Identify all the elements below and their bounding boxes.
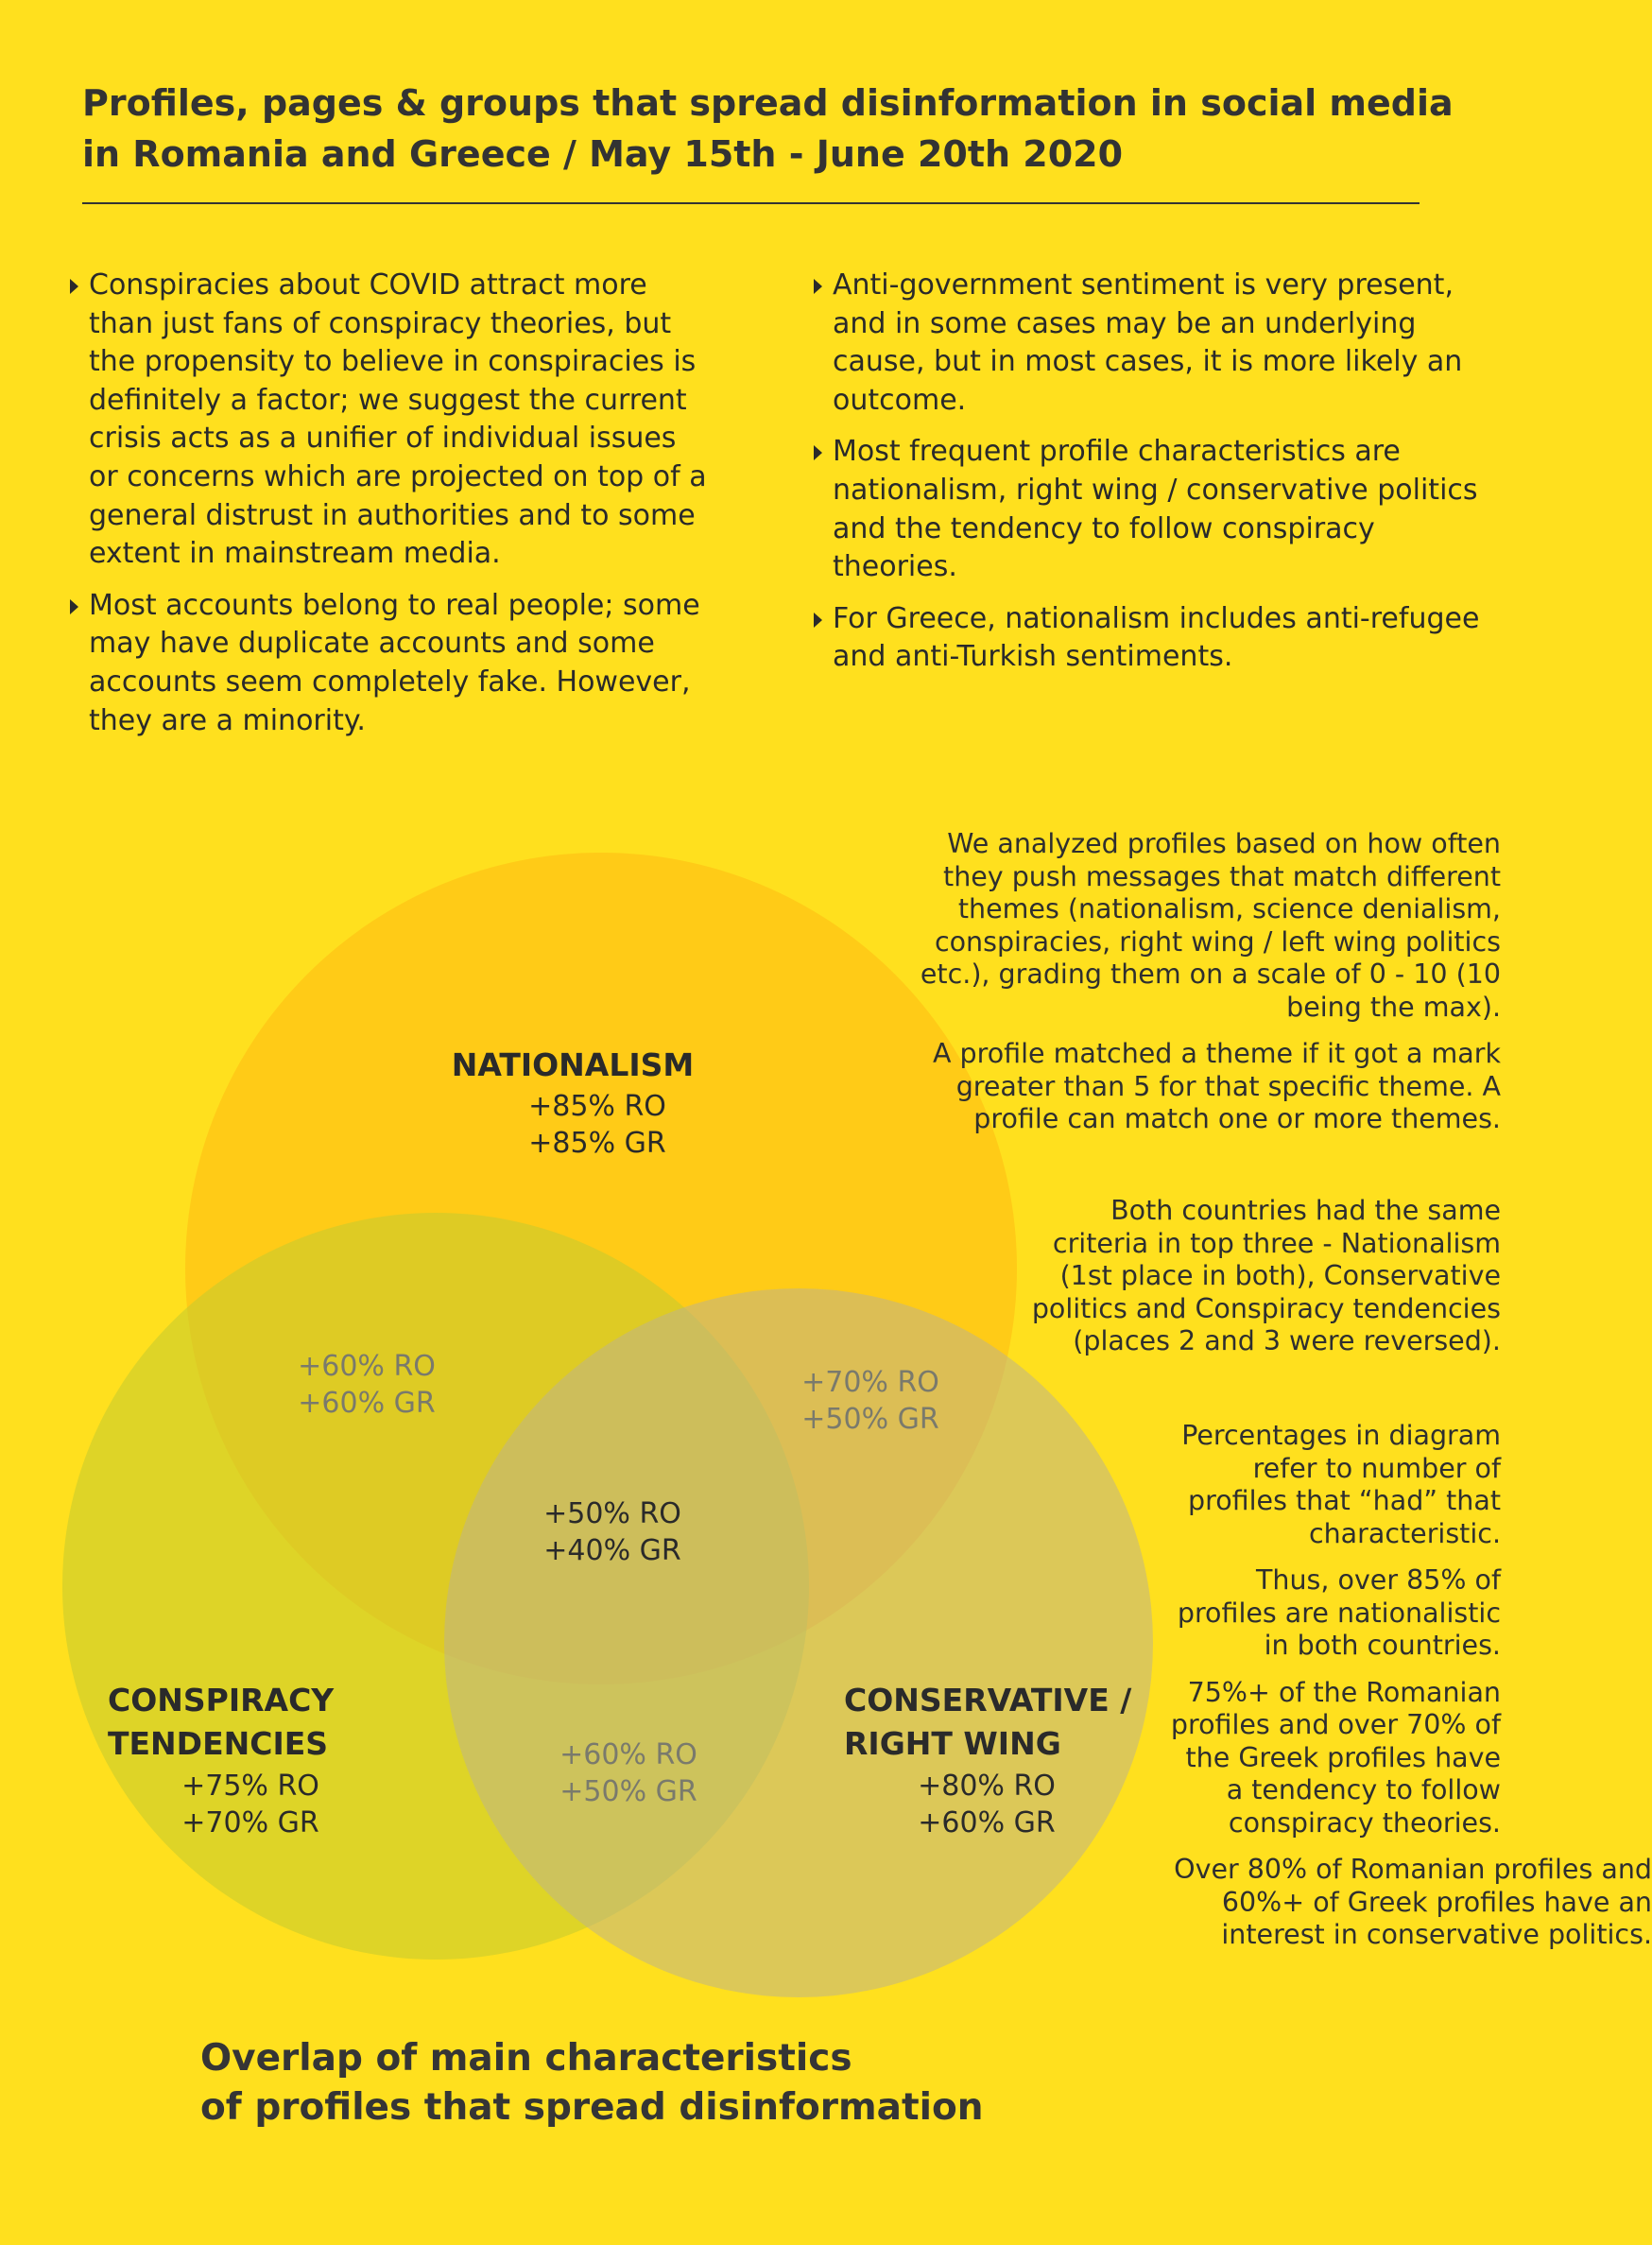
page-title-line-2: in Romania and Greece / May 15th - June … [82,133,1124,175]
triangle-bullet-icon [814,279,822,294]
conspiracy-label-group: CONSPIRACY TENDENCIES +75% RO +70% GR [108,1682,335,1839]
overlap-ncs-gr: +50% GR [801,1403,938,1436]
finding-item: Most accounts belong to real people; som… [66,587,709,740]
triangle-bullet-icon [814,445,822,461]
conspiracy-conservative-overlap: +60% RO +50% GR [559,1738,697,1808]
page-title: Profiles, pages & groups that spread dis… [82,78,1500,180]
title-divider [82,202,1420,204]
method-note: We analyzed profiles based on how often … [920,828,1501,1023]
findings-list-right: Anti-government sentiment is very presen… [810,267,1481,690]
nationalism-note: Thus, over 85% of profiles are nationali… [1177,1564,1501,1661]
diagram-caption: Overlap of main characteristics of profi… [200,2034,1145,2133]
finding-text: Most accounts belong to real people; som… [89,588,700,737]
overlap-nc-gr: +60% GR [298,1387,435,1420]
ranking-note: Both countries had the same criteria in … [1031,1195,1501,1356]
conspiracy-ro: +75% RO [181,1770,319,1803]
triangle-bullet-icon [70,279,78,294]
finding-item: For Greece, nationalism includes anti-re… [810,600,1481,677]
conservative-label-line-2: RIGHT WING [844,1725,1061,1762]
methodology-notes: We analyzed profiles based on how often … [896,828,1501,1150]
finding-text: Conspiracies about COVID attract more th… [89,268,707,571]
nationalism-ro: +85% RO [528,1090,666,1123]
venn-circle-conservative [444,1288,1153,1997]
ranking-notes: Both countries had the same criteria in … [1009,1195,1501,1373]
nationalism-label: NATIONALISM [452,1046,695,1083]
conservative-label-group: CONSERVATIVE / RIGHT WING +80% RO +60% G… [844,1682,1132,1839]
conservative-gr: +60% GR [918,1806,1055,1839]
finding-text: Most frequent profile characteristics ar… [833,435,1478,584]
match-note: A profile matched a theme if it got a ma… [932,1038,1501,1134]
all-three-overlap: +50% RO +40% GR [543,1497,681,1567]
conservative-note: Over 80% of Romanian profiles and 60%+ o… [1174,1854,1652,1950]
caption-line-1: Overlap of main characteristics [200,2037,852,2080]
percent-meaning-note: Percentages in diagram refer to number o… [1181,1420,1501,1549]
conspiracy-note: 75%+ of the Romanian profiles and over 7… [1170,1676,1501,1839]
conspiracy-label-line-2: TENDENCIES [108,1725,328,1762]
overlap-nc-ro: +60% RO [298,1350,436,1383]
triangle-bullet-icon [70,598,78,614]
nationalism-conservative-overlap: +70% RO +50% GR [801,1366,939,1436]
finding-text: For Greece, nationalism includes anti-re… [833,601,1480,674]
conspiracy-gr: +70% GR [181,1806,318,1839]
finding-item: Conspiracies about COVID attract more th… [66,267,709,574]
finding-item: Anti-government sentiment is very presen… [810,267,1481,420]
finding-text: Anti-government sentiment is very presen… [833,268,1463,417]
nationalism-gr: +85% GR [528,1127,665,1160]
venn-diagram: NATIONALISM +85% RO +85% GR +60% RO +60%… [62,853,1153,1997]
nationalism-conspiracy-overlap: +60% RO +60% GR [298,1350,436,1420]
page-title-line-1: Profiles, pages & groups that spread dis… [82,82,1454,124]
triangle-bullet-icon [814,612,822,628]
caption-line-2: of profiles that spread disinformation [200,2086,984,2129]
conspiracy-label-line-1: CONSPIRACY [108,1682,335,1718]
findings-list-left: Conspiracies about COVID attract more th… [66,267,709,753]
overlap-cc-ro: +60% RO [559,1738,697,1771]
percent-notes: Percentages in diagram refer to number o… [1161,1420,1652,1966]
overlap-all-ro: +50% RO [543,1497,681,1530]
overlap-ncs-ro: +70% RO [801,1366,939,1399]
conservative-label-line-1: CONSERVATIVE / [844,1682,1132,1718]
conservative-ro: +80% RO [918,1770,1056,1803]
overlap-all-gr: +40% GR [543,1534,680,1567]
overlap-cc-gr: +50% GR [559,1775,697,1808]
finding-item: Most frequent profile characteristics ar… [810,433,1481,586]
nationalism-label-group: NATIONALISM +85% RO +85% GR [452,1046,695,1160]
